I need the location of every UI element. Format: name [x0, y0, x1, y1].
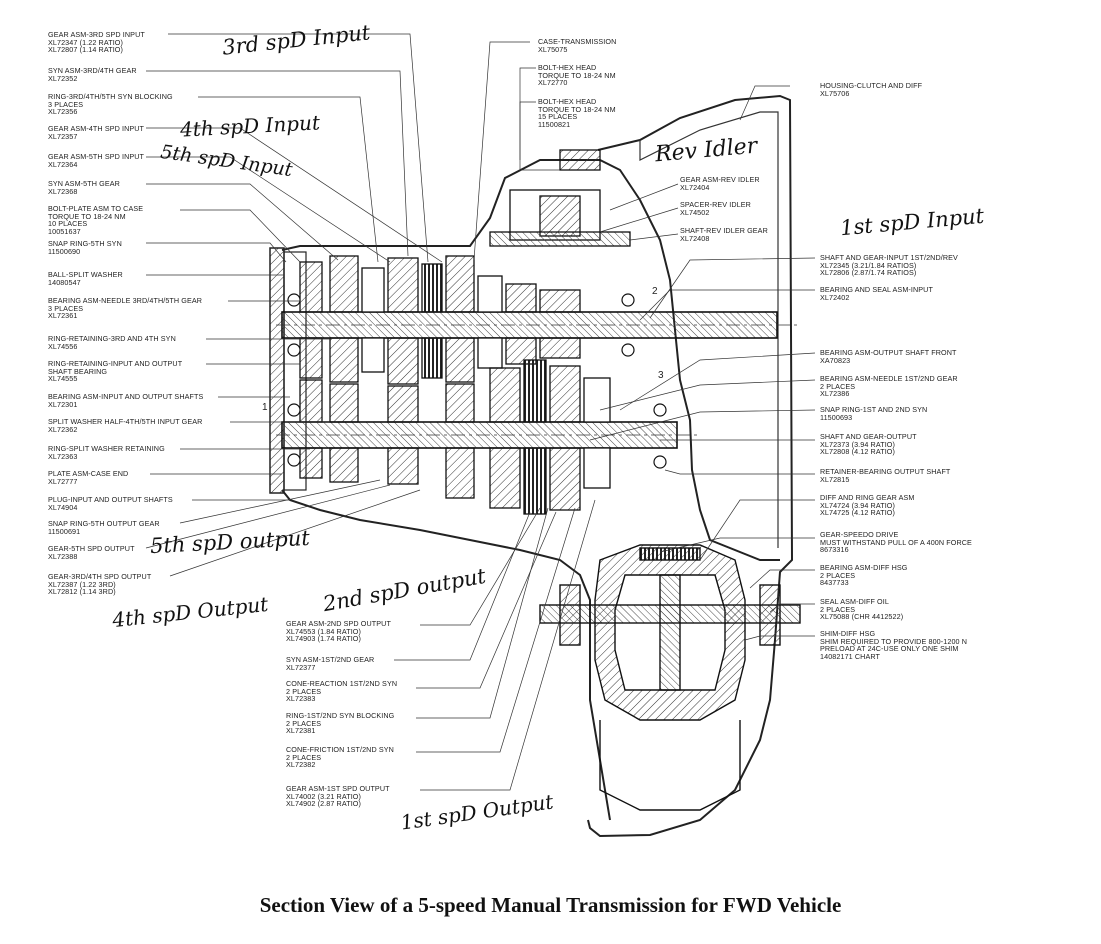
label-plug-io: PLUG-INPUT AND OUTPUT SHAFTS XL74904 [48, 495, 173, 512]
label-diff-ring: DIFF AND RING GEAR ASM XL74724 (3.94 RAT… [820, 493, 915, 518]
reverse-idler [489, 149, 631, 247]
label-bolt-hex-1: BOLT-HEX HEAD TORQUE TO 18-24 Nm XL72770 [538, 63, 616, 88]
label-spacer-rev: SPACER-REV IDLER XL74502 [680, 200, 751, 217]
label-ring-retaining-io: RING-RETAINING-INPUT AND OUTPUT SHAFT BE… [48, 359, 183, 384]
label-seal-diff: SEAL ASM-DIFF OIL 2 PLACES XL75088 (CHR … [820, 597, 904, 622]
label-shaft-input: SHAFT AND GEAR-INPUT 1st/2nd/REV XL72345… [820, 253, 958, 278]
bearings [287, 293, 667, 469]
label-shim-diff: SHIM-DIFF HSG SHIM REQUIRED TO PROVIDE 8… [820, 629, 968, 661]
label-retainer: RETAINER-BEARING OUTPUT SHAFT XL72815 [820, 467, 951, 484]
label-cone-friction: CONE-FRICTION 1st/2nd SYN 2 PLACES XL723… [286, 745, 394, 770]
label-plate-case-end: PLATE ASM-CASE END XL72777 [48, 469, 129, 486]
label-shaft-rev: SHAFT-REV IDLER GEAR XL72408 [680, 226, 768, 243]
label-ball-split-washer: BALL-SPLIT WASHER 14080547 [48, 270, 123, 287]
label-bearing-diff: BEARING ASM-DIFF HSG 2 PLACES 8437733 [820, 563, 908, 588]
label-gear-5th-out: GEAR-5th SPD OUTPUT XL72388 [48, 544, 135, 561]
label-syn-12: SYN ASM-1st/2nd GEAR XL72377 [286, 655, 375, 672]
leader-lines [145, 33, 443, 577]
label-ring-blocking: RING-3rd/4th/5th SYN BLOCKING 3 PLACES X… [48, 92, 173, 117]
callout-2: 2 [652, 286, 658, 297]
label-gear-34-out: GEAR-3rd/4th SPD OUTPUT XL72387 (1.22 3r… [48, 572, 152, 597]
label-bolt-plate: BOLT-PLATE ASM TO CASE TORQUE TO 18-24 N… [48, 204, 144, 236]
case-transmission [281, 159, 780, 561]
label-bearing-output-front: BEARING ASM-OUTPUT SHAFT FRONT XA70823 [820, 348, 957, 365]
label-gear-1st-out: GEAR ASM-1st SPD OUTPUT XL74002 (3.21 RA… [286, 784, 390, 809]
label-bearing-needle-12: BEARING ASM-NEEDLE 1st/2nd GEAR 2 PLACES… [820, 374, 958, 399]
callout-3: 3 [658, 370, 664, 381]
label-bearing-seal: BEARING AND SEAL ASM-INPUT XL72402 [820, 285, 933, 302]
label-cone-reaction: CONE-REACTION 1st/2nd SYN 2 PLACES XL723… [286, 679, 398, 704]
input-gears [299, 255, 581, 385]
label-gear-2nd-out: GEAR ASM-2nd SPD OUTPUT XL74553 (1.84 RA… [286, 619, 391, 644]
label-snap-ring-5th: SNAP RING-5th SYN 11500690 [48, 239, 122, 256]
label-gear-5th-input: GEAR ASM-5th SPD INPUT XL72364 [48, 152, 145, 169]
callout-1: 1 [262, 402, 268, 413]
label-syn-3rd-4th: SYN ASM-3rd/4th GEAR XL72352 [48, 66, 137, 83]
label-gear-speedo: GEAR-SPEEDO DRIVE MUST WITHSTAND PULL OF… [820, 530, 972, 555]
label-ring-12-blocking: RING-1st/2nd SYN BLOCKING 2 PLACES XL723… [286, 711, 395, 736]
label-bearing-needle-345: BEARING ASM-NEEDLE 3rd/4th/5th GEAR 3 PL… [48, 296, 203, 321]
label-housing: HOUSING-CLUTCH AND DIFF XL75706 [820, 81, 923, 98]
label-ring-retaining-34: RING-RETAINING-3rd AND 4th SYN XL74556 [48, 334, 176, 351]
label-gear-3rd-input: GEAR ASM-3rd SPD INPUT XL72347 (1.22 RAT… [48, 30, 145, 55]
label-syn-5th: SYN ASM-5th GEAR XL72368 [48, 179, 120, 196]
label-snap-ring-out: SNAP RING-5th OUTPUT GEAR 11500691 [48, 519, 160, 536]
label-gear-rev-idler: GEAR ASM-REV IDLER XL72404 [680, 175, 760, 192]
differential [539, 544, 801, 811]
label-bearing-io: BEARING ASM-INPUT AND OUTPUT SHAFTS XL72… [48, 392, 204, 409]
label-shaft-output: SHAFT AND GEAR-OUTPUT XL72373 (3.94 RATI… [820, 432, 917, 457]
label-gear-4th-input: GEAR ASM-4th SPD INPUT XL72357 [48, 124, 145, 141]
output-gears [299, 359, 611, 515]
figure-caption: Section View of a 5-speed Manual Transmi… [259, 893, 842, 917]
label-split-washer: SPLIT WASHER HALF-4th/5th INPUT GEAR XL7… [48, 417, 203, 434]
label-bolt-hex-2: BOLT-HEX HEAD TORQUE TO 18-24 Nm 15 PLAC… [538, 97, 616, 129]
label-case-trans: CASE-TRANSMISSION XL75075 [538, 37, 617, 54]
label-ring-split: RING-SPLIT WASHER RETAINING XL72363 [48, 444, 165, 461]
label-snap-ring-12: SNAP RING-1st AND 2nd SYN 11500693 [820, 405, 928, 422]
